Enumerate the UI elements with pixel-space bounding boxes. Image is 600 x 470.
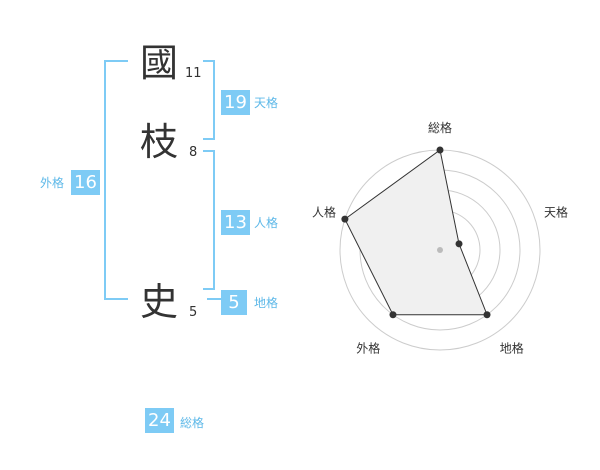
radar-point-0: [436, 146, 444, 154]
radar-point-3: [389, 311, 397, 319]
soukaku-label: 総格: [180, 416, 205, 430]
radar-chart: 総格 天格 地格 外格 人格: [312, 120, 568, 356]
chikaku-label: 地格: [254, 296, 279, 310]
stroke-count-3: 5: [189, 305, 198, 320]
tenkaku-label: 天格: [254, 96, 279, 110]
name-char-2: 枝: [139, 120, 178, 164]
axis-label-jinkaku: 人格: [312, 204, 336, 219]
name-char-3: 史: [139, 280, 178, 324]
name-char-1: 國: [139, 41, 178, 85]
tenkaku-badge: 19: [221, 90, 250, 115]
axis-label-soukaku: 総格: [428, 120, 452, 135]
radar-point-1: [455, 240, 463, 248]
chikaku-badge: 5: [221, 290, 247, 315]
radar-point-4: [341, 215, 349, 223]
gaikaku-label: 外格: [40, 176, 65, 190]
radar-point-2: [483, 311, 491, 319]
radar-polygon: [344, 149, 488, 316]
axis-label-chikaku: 地格: [500, 341, 524, 356]
radar-points: [341, 146, 491, 319]
radar-center-dot: [437, 247, 443, 253]
jinkaku-bracket: [203, 150, 215, 290]
chikaku-connector: [207, 298, 221, 300]
axis-label-gaikaku: 外格: [356, 341, 380, 356]
stroke-count-2: 8: [189, 145, 198, 160]
tenkaku-bracket: [203, 60, 215, 140]
axis-label-tenkaku: 天格: [544, 204, 568, 219]
jinkaku-label: 人格: [254, 216, 279, 230]
gaikaku-badge: 16: [71, 170, 100, 195]
jinkaku-badge: 13: [221, 210, 250, 235]
stroke-count-1: 11: [185, 66, 202, 81]
gaikaku-bracket: [104, 60, 128, 300]
soukaku-badge: 24: [145, 408, 174, 433]
